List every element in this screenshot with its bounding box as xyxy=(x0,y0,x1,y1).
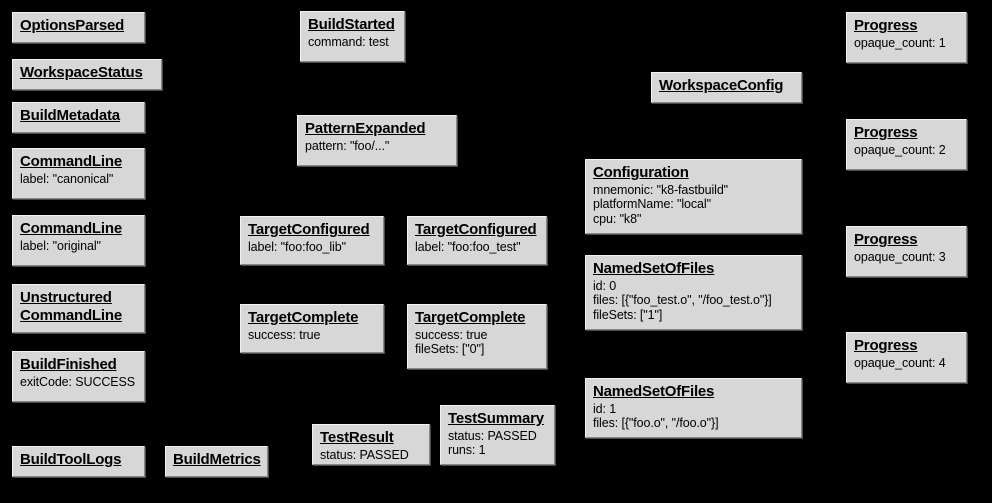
node-build-metadata[interactable]: BuildMetadata xyxy=(12,102,145,133)
node-options-parsed[interactable]: OptionsParsed xyxy=(12,12,145,43)
node-field: exitCode: SUCCESS xyxy=(20,374,136,389)
node-field: id: 0 xyxy=(593,278,617,293)
node-field: label: "canonical" xyxy=(20,171,114,186)
node-field: label: "foo:foo_lib" xyxy=(248,239,346,254)
node-title: Progress xyxy=(854,231,918,248)
node-title: Configuration xyxy=(593,164,689,181)
node-field: command: test xyxy=(308,34,389,49)
node-field: opaque_count: 1 xyxy=(854,35,946,50)
node-fields: exitCode: SUCCESS xyxy=(20,375,138,390)
node-title: TestSummary xyxy=(448,410,544,427)
node-field: status: PASSED xyxy=(448,428,537,443)
node-title: TestResult xyxy=(320,429,394,446)
node-fields: opaque_count: 2 xyxy=(854,143,960,158)
node-title: BuildToolLogs xyxy=(20,451,122,468)
node-field: opaque_count: 2 xyxy=(854,142,946,157)
node-title: BuildMetrics xyxy=(173,451,261,468)
node-title: TargetComplete xyxy=(248,309,359,326)
node-title: PatternExpanded xyxy=(305,120,426,137)
node-title: Progress xyxy=(854,337,918,354)
node-field: fileSets: ["0"] xyxy=(415,342,485,357)
node-field: label: "original" xyxy=(20,238,101,253)
node-field: fileSets: ["1"] xyxy=(593,308,663,323)
node-fields: status: PASSED xyxy=(320,448,423,463)
node-fields: mnemonic: "k8-fastbuild"platformName: "l… xyxy=(593,183,795,227)
node-title: CommandLine xyxy=(20,220,122,237)
node-title: WorkspaceConfig xyxy=(659,77,784,94)
node-fields: command: test xyxy=(308,35,398,50)
node-fields: label: "foo:foo_lib" xyxy=(248,240,377,255)
node-workspace-status[interactable]: WorkspaceStatus xyxy=(12,59,162,90)
node-field: files: [{"foo_test.o", "/foo_test.o"}] xyxy=(593,293,772,308)
node-fields: opaque_count: 1 xyxy=(854,36,960,51)
node-field: id: 1 xyxy=(593,401,617,416)
node-title-line: CommandLine xyxy=(20,306,122,324)
node-field: runs: 1 xyxy=(448,443,486,458)
node-field: mnemonic: "k8-fastbuild" xyxy=(593,182,729,197)
node-title: TargetComplete xyxy=(415,309,526,326)
node-fields: pattern: "foo/..." xyxy=(305,139,450,154)
node-title: NamedSetOfFiles xyxy=(593,260,715,277)
node-field: success: true xyxy=(248,327,321,342)
node-fields: label: "original" xyxy=(20,239,138,254)
node-workspace-config[interactable]: WorkspaceConfig xyxy=(651,72,802,103)
node-field: cpu: "k8" xyxy=(593,212,642,227)
node-field: label: "foo:foo_test" xyxy=(415,239,521,254)
node-title: CommandLine xyxy=(20,153,122,170)
node-title: Progress xyxy=(854,124,918,141)
node-fields: success: true xyxy=(248,328,377,343)
node-title: Progress xyxy=(854,17,918,34)
node-fields: label: "canonical" xyxy=(20,172,138,187)
node-field: status: PASSED xyxy=(320,447,409,462)
node-field: pattern: "foo/..." xyxy=(305,138,390,153)
node-build-metrics[interactable]: BuildMetrics xyxy=(165,446,268,477)
node-title: NamedSetOfFiles xyxy=(593,383,715,400)
node-field: opaque_count: 4 xyxy=(854,355,946,370)
node-build-tool-logs[interactable]: BuildToolLogs xyxy=(12,446,145,477)
node-fields: opaque_count: 4 xyxy=(854,356,960,371)
node-field: files: [{"foo.o", "/foo.o"}] xyxy=(593,416,719,431)
node-title: BuildFinished xyxy=(20,356,117,373)
node-title: WorkspaceStatus xyxy=(20,64,143,81)
node-title-line: Unstructured xyxy=(20,289,112,306)
node-title: OptionsParsed xyxy=(20,17,125,34)
node-field: opaque_count: 3 xyxy=(854,249,946,264)
node-title: TargetConfigured xyxy=(415,221,537,238)
node-field: success: true xyxy=(415,327,488,342)
node-fields: opaque_count: 3 xyxy=(854,250,960,265)
node-title: BuildStarted xyxy=(308,16,395,33)
node-title: BuildMetadata xyxy=(20,107,120,124)
node-title: TargetConfigured xyxy=(248,221,370,238)
node-fields: label: "foo:foo_test" xyxy=(415,240,540,255)
node-field: platformName: "local" xyxy=(593,197,711,212)
